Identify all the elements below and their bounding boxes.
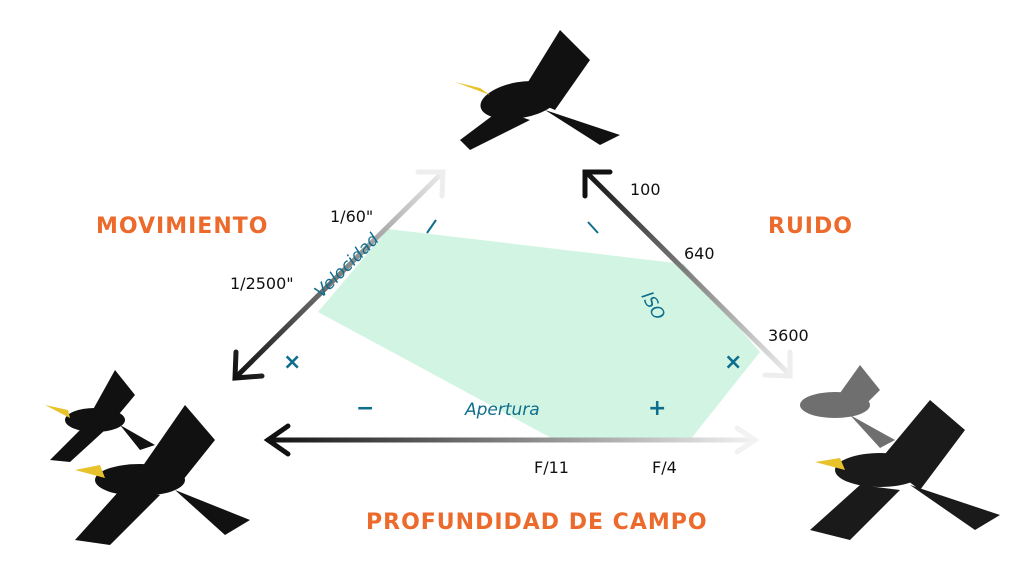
ruido-label: RUIDO	[768, 214, 853, 239]
aperture-arrow	[263, 423, 760, 457]
bird-left-bottom-icon	[75, 405, 250, 545]
aperture-axis-label: Apertura	[465, 400, 540, 420]
iso-low-label: 100	[630, 180, 661, 199]
speed-slow-label: 1/60"	[330, 207, 374, 226]
iso-arrow	[582, 169, 793, 379]
profundidad-label: PROFUNDIDAD DE CAMPO	[366, 510, 708, 535]
bird-left-top-icon	[45, 370, 155, 462]
exposure-area	[318, 229, 760, 440]
movimiento-label: MOVIMIENTO	[96, 214, 269, 239]
bird-top-icon	[455, 30, 620, 150]
iso-high-label: 3600	[768, 326, 809, 345]
iso-plus-sign: ×	[724, 350, 743, 375]
aperture-minus-sign: −	[356, 396, 375, 421]
aperture-open-label: F/4	[652, 458, 677, 477]
bird-noisy-back-icon	[800, 365, 895, 448]
aperture-plus-sign: +	[648, 396, 667, 421]
speed-fast-label: 1/2500"	[230, 274, 294, 293]
speed-plus-sign: ×	[283, 350, 302, 375]
bird-noisy-front-icon	[810, 400, 1000, 540]
speed-arrow	[232, 169, 446, 381]
iso-mid-label: 640	[684, 244, 715, 263]
ticks	[426, 219, 599, 234]
aperture-closed-label: F/11	[534, 458, 569, 477]
